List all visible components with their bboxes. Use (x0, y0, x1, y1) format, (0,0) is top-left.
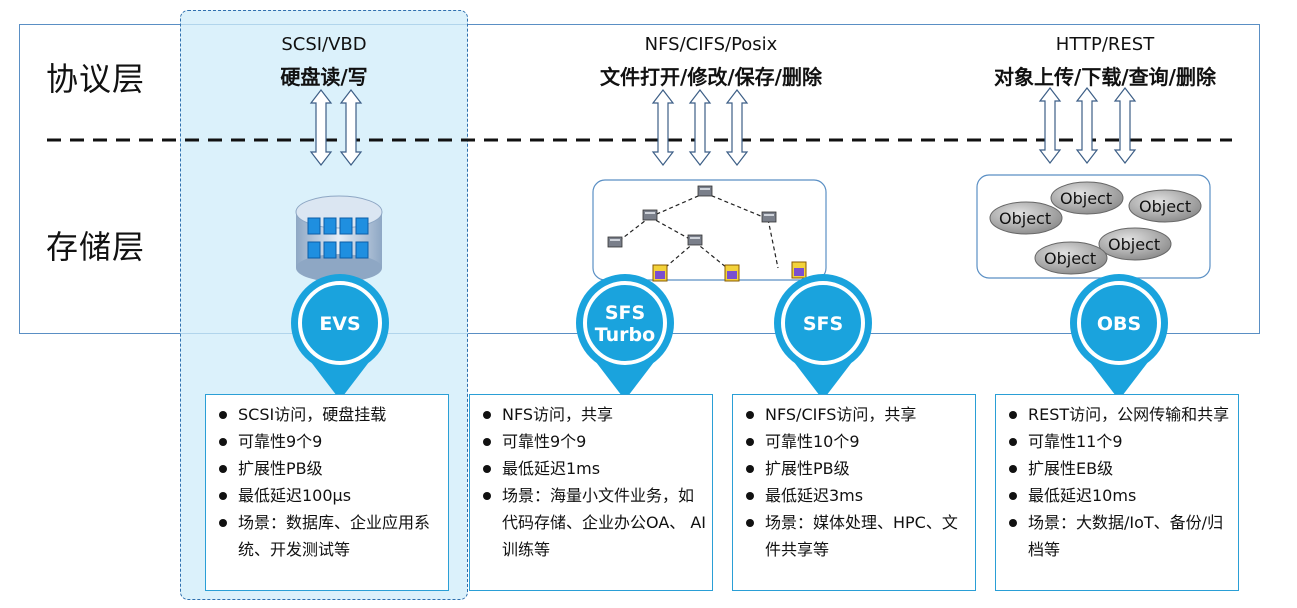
list-item: NFS访问，共享 (480, 401, 706, 428)
list-item: 可靠性9个9 (216, 428, 442, 455)
evs-disk-cylinder-icon (295, 195, 383, 282)
list-item: NFS/CIFS访问，共享 (743, 401, 969, 428)
sfs-feature-box: NFS/CIFS访问，共享 可靠性10个9 扩展性PB级 最低延迟3ms 场景：… (732, 394, 976, 591)
obs-arrows (1039, 87, 1136, 164)
list-item: 可靠性11个9 (1006, 428, 1232, 455)
evs-service-label: EVS (319, 313, 361, 335)
object-label: Object (1108, 235, 1161, 254)
list-item: REST访问，公网传输和共享 (1006, 401, 1232, 428)
list-item: 可靠性9个9 (480, 428, 706, 455)
list-item: 扩展性PB级 (216, 455, 442, 482)
sfs-pin (774, 274, 872, 400)
evs-pin (291, 274, 389, 400)
file-network-panel (592, 179, 827, 282)
evs-protocol-name: SCSI/VBD (281, 34, 367, 55)
evs-protocol: SCSI/VBD 硬盘读/写 (244, 34, 404, 90)
obs-protocol-ops: 对象上传/下载/查询/删除 (994, 65, 1216, 89)
list-item: 场景：大数据/IoT、备份/归档等 (1006, 509, 1232, 563)
object-label: Object (1044, 249, 1097, 268)
storage-layer-label: 存储层 (46, 228, 146, 266)
object-label: Object (999, 209, 1052, 228)
sfs-protocol-ops: 文件打开/修改/保存/删除 (600, 65, 822, 89)
evs-arrows (310, 89, 362, 166)
object-label: Object (1060, 189, 1113, 208)
sfs-arrows (652, 89, 748, 166)
list-item: 扩展性EB级 (1006, 455, 1232, 482)
sfs-protocol-name: NFS/CIFS/Posix (644, 34, 778, 55)
obs-protocol-name: HTTP/REST (1055, 34, 1155, 55)
list-item: 最低延迟100μs (216, 482, 442, 509)
obs-service-label: OBS (1096, 313, 1142, 335)
protocol-layer-label: 协议层 (46, 60, 146, 98)
sfs-turbo-label-line2: Turbo (594, 324, 656, 346)
list-item: 场景：数据库、企业应用系统、开发测试等 (216, 509, 442, 563)
sfs-protocol: NFS/CIFS/Posix 文件打开/修改/保存/删除 (566, 34, 856, 90)
object-pool-panel (976, 174, 1211, 279)
list-item: 扩展性PB级 (743, 455, 969, 482)
sfs-service-label: SFS (802, 313, 844, 335)
sfs-turbo-label-line1: SFS (604, 302, 646, 324)
sfs-turbo-pin (576, 274, 674, 400)
sfs-turbo-feature-box: NFS访问，共享 可靠性9个9 最低延迟1ms 场景：海量小文件业务，如代码存储… (469, 394, 713, 591)
list-item: 最低延迟3ms (743, 482, 969, 509)
obs-feature-box: REST访问，公网传输和共享 可靠性11个9 扩展性EB级 最低延迟10ms 场… (995, 394, 1239, 591)
evs-feature-box: SCSI访问，硬盘挂载 可靠性9个9 扩展性PB级 最低延迟100μs 场景：数… (205, 394, 449, 591)
list-item: SCSI访问，硬盘挂载 (216, 401, 442, 428)
sfs-turbo-service-label: SFS Turbo (585, 302, 665, 346)
list-item: 场景：海量小文件业务，如代码存储、企业办公OA、 AI训练等 (480, 482, 706, 563)
list-item: 最低延迟1ms (480, 455, 706, 482)
evs-protocol-ops: 硬盘读/写 (280, 65, 368, 89)
object-label: Object (1139, 197, 1192, 216)
list-item: 场景：媒体处理、HPC、文件共享等 (743, 509, 969, 563)
list-item: 最低延迟10ms (1006, 482, 1232, 509)
obs-pin (1070, 274, 1168, 400)
obs-protocol: HTTP/REST 对象上传/下载/查询/删除 (960, 34, 1250, 90)
list-item: 可靠性10个9 (743, 428, 969, 455)
